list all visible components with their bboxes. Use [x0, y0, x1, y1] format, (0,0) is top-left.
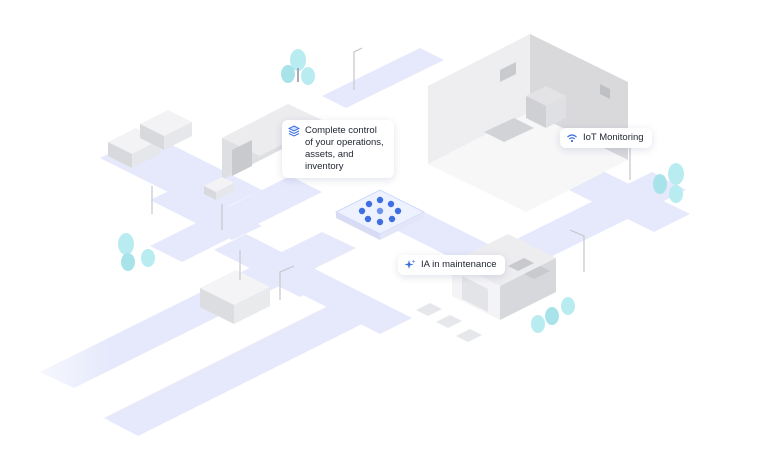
trees-maintenance — [531, 297, 575, 333]
sparkle-icon — [404, 259, 416, 271]
road-network — [40, 48, 690, 436]
parked-cars — [416, 303, 482, 342]
trees-left — [118, 233, 155, 271]
trucks — [108, 110, 234, 200]
wifi-signal-icon — [566, 132, 578, 144]
iot-callout-text: IoT Monitoring — [583, 132, 644, 143]
trailer — [200, 270, 270, 324]
trees-top — [281, 49, 315, 85]
streetlights — [151, 47, 637, 300]
trees-right — [653, 163, 684, 203]
control-callout: Complete control of your operations, ass… — [282, 120, 394, 178]
control-callout-text: Complete control of your operations, ass… — [305, 125, 384, 172]
ia-callout-text: IA in maintenance — [421, 259, 497, 270]
road-fade — [0, 320, 110, 450]
iot-callout: IoT Monitoring — [560, 128, 652, 148]
layers-icon — [287, 125, 301, 137]
hub-platform — [334, 189, 426, 240]
ia-callout: IA in maintenance — [398, 255, 505, 275]
